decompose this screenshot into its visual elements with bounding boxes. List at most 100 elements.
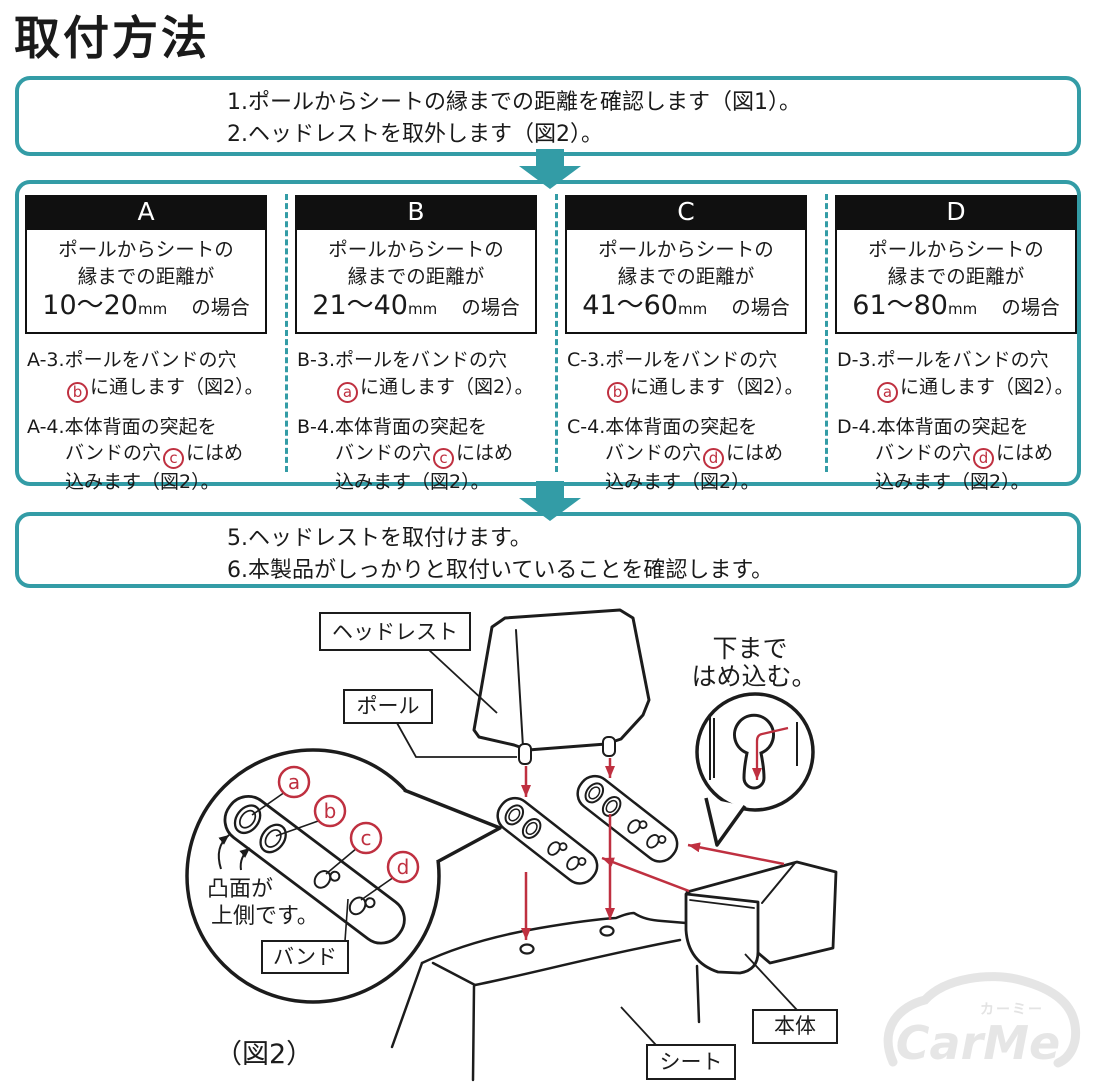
condition-line: ポールからシートの — [868, 238, 1044, 261]
body-label-box — [752, 1009, 838, 1044]
hole-label-b: b — [324, 799, 337, 823]
figure-2-illustration: 下まで はめ込む。 a b c — [185, 608, 1081, 1082]
convex-arrows — [217, 834, 251, 871]
case-letter: C — [677, 197, 695, 226]
watermark-name: CarMe — [896, 1016, 1060, 1070]
case-d-header: D — [835, 195, 1077, 228]
column-divider — [825, 194, 828, 472]
condition-line: ポールからシートの — [598, 238, 774, 261]
headrest-label-box — [319, 612, 471, 651]
outro-step-6: 6.本製品がしっかりと取付いていることを確認します。 — [227, 558, 774, 583]
seat-hole-left — [519, 943, 535, 955]
seat-hole-right — [599, 925, 615, 937]
hole-letter-badge: a — [337, 381, 358, 403]
intro-steps-box: 1.ポールからシートの縁までの距離を確認します（図1）。 2.ヘッドレストを取外… — [15, 76, 1081, 156]
condition-line: 縁までの距離が — [887, 265, 1025, 288]
watermark-kana: カーミー — [980, 1002, 1044, 1018]
hole-letter-badge: d — [702, 448, 724, 469]
hole-label-d: d — [397, 855, 410, 879]
case-letter: A — [137, 197, 155, 226]
band-label-leader — [344, 898, 349, 942]
pole-label-leader — [396, 722, 517, 758]
band-detail-drawing — [223, 795, 406, 945]
seat-label: シート — [660, 1050, 723, 1074]
case-suffix: の場合 — [1001, 296, 1060, 319]
condition-line: 縁までの距離が — [617, 265, 755, 288]
range-value: 21〜40 — [312, 290, 408, 321]
hole-label-badges: a b c d — [277, 765, 420, 884]
case-column-c: C ポールからシートの 縁までの距離が 41〜60mm の場合 C-3.ポールをバ… — [565, 195, 807, 507]
condition-box: ポールからシートの 縁までの距離が 21〜40mm の場合 — [295, 228, 537, 334]
flow-arrow-down-1 — [519, 149, 581, 189]
range-unit: mm — [137, 300, 168, 318]
seat-label-leader — [620, 1006, 657, 1046]
condition-line: 縁までの距離が — [347, 265, 485, 288]
carme-watermark: カーミー CarMe — [883, 972, 1081, 1070]
hole-letter-badge: c — [162, 448, 184, 469]
seat-label-box — [646, 1044, 736, 1080]
convex-note-line2: 上側です。 — [211, 904, 319, 929]
band-label: バンド — [273, 945, 337, 969]
push-note-line1: 下まで — [712, 634, 787, 663]
hole-letter-badge: c — [432, 448, 454, 469]
down-arrow-icon — [519, 149, 581, 189]
intro-step-2: 2.ヘッドレストを取外します（図2）。 — [227, 122, 603, 147]
case-suffix: の場合 — [461, 296, 520, 319]
arrow-body-to-band-left — [601, 856, 690, 893]
pole-label: ポール — [357, 694, 420, 718]
case-suffix: の場合 — [191, 296, 250, 319]
intro-step-1: 1.ポールからシートの縁までの距離を確認します（図1）。 — [227, 90, 801, 115]
case-suffix: の場合 — [731, 296, 790, 319]
figure-caption: （図2） — [215, 1039, 313, 1070]
arrow-push-down — [752, 726, 789, 780]
band-detail-callout: a b c d 凸面が 上側です。 バンド — [185, 748, 502, 1004]
headrest-pole-right — [602, 736, 616, 757]
condition-range-line: 61〜80mm の場合 — [837, 290, 1075, 325]
case-c-header: C — [565, 195, 807, 228]
condition-range-line: 21〜40mm の場合 — [297, 290, 535, 325]
convex-note-line1: 凸面が — [207, 877, 273, 902]
page-title: 取付方法 — [14, 11, 210, 65]
hole-label-c: c — [361, 826, 372, 850]
range-unit: mm — [677, 300, 708, 318]
headrest-label: ヘッドレスト — [332, 620, 458, 644]
case-column-d: D ポールからシートの 縁までの距離が 61〜80mm の場合 D-3.ポールをバ… — [835, 195, 1077, 507]
condition-line: 縁までの距離が — [77, 265, 215, 288]
car-outline-icon — [883, 972, 1081, 1068]
range-unit: mm — [407, 300, 438, 318]
hole-label-a: a — [288, 770, 300, 794]
hole-letter-badge: a — [877, 381, 898, 403]
case-b-header: B — [295, 195, 537, 228]
range-value: 61〜80 — [852, 290, 948, 321]
condition-line: ポールからシートの — [328, 238, 504, 261]
hole-letter-badge: b — [607, 381, 628, 403]
range-unit: mm — [947, 300, 978, 318]
hole-connector-lines — [251, 791, 395, 901]
headrest-label-leader — [428, 649, 498, 714]
body-label-leader — [744, 953, 798, 1011]
range-value: 41〜60 — [582, 290, 678, 321]
case-column-b: B ポールからシートの 縁までの距離が 21〜40mm の場合 B-3.ポールをバ… — [295, 195, 537, 507]
push-note-line2: はめ込む。 — [691, 662, 816, 691]
case-letter: D — [946, 197, 966, 226]
column-divider — [285, 194, 288, 472]
pole-label-box — [343, 689, 433, 724]
hole-letter-badge: b — [67, 381, 88, 403]
condition-range-line: 41〜60mm の場合 — [567, 290, 805, 325]
down-arrow-icon — [519, 481, 581, 521]
headrest-pole-left — [518, 743, 532, 765]
